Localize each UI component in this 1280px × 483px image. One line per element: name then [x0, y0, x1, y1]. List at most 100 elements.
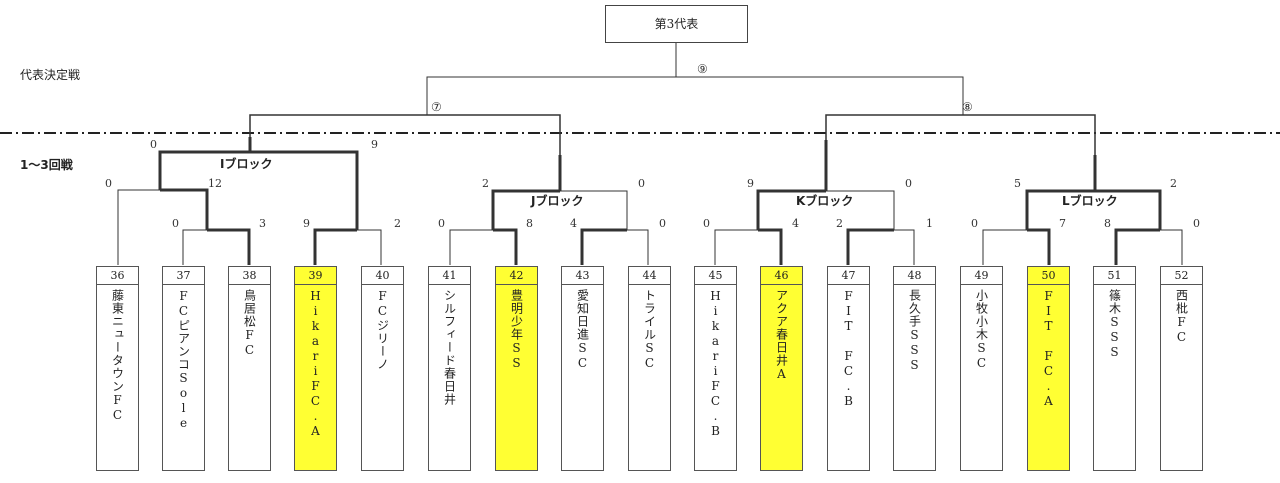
k-block-low-b	[847, 229, 915, 265]
team-name: 愛知日進SC	[575, 289, 590, 371]
l-block-low-a	[982, 229, 1050, 265]
score: 5	[1014, 177, 1021, 190]
score: 2	[836, 217, 843, 230]
score: 2	[1170, 177, 1177, 190]
team-box-43: 43 愛知日進SC	[561, 266, 604, 471]
score: 0	[438, 217, 445, 230]
score: 0	[150, 138, 157, 151]
i-block-mid-thin	[117, 189, 208, 265]
team-box-46: 46 アクア春日井A	[760, 266, 803, 471]
score: 0	[703, 217, 710, 230]
match7-bar	[249, 114, 561, 155]
score: 1	[926, 217, 933, 230]
rounds-label: 1～3回戦	[20, 158, 73, 172]
team-box-51: 51 篠木SSS	[1093, 266, 1136, 471]
i-block-mid-bold	[160, 188, 209, 230]
team-number: 46	[761, 267, 802, 285]
match7-label: ⑦	[431, 100, 442, 114]
team-number: 37	[163, 267, 204, 285]
i-block-top	[158, 150, 359, 230]
team-number: 36	[97, 267, 138, 285]
score: 0	[659, 217, 666, 230]
team-box-52: 52 西枇FC	[1160, 266, 1203, 471]
final-title-box: 第3代表	[605, 5, 748, 43]
team-box-49: 49 小牧小木SC	[960, 266, 1003, 471]
team-number: 40	[362, 267, 403, 285]
team-number: 41	[429, 267, 470, 285]
score: 0	[971, 217, 978, 230]
score: 12	[208, 177, 222, 190]
team-name: トライルSC	[642, 289, 657, 371]
team-name: HikariFC.B	[708, 289, 723, 439]
team-number: 50	[1028, 267, 1069, 285]
team-box-36: 36 藤東ニュータウンFC	[96, 266, 139, 471]
score: 8	[526, 217, 533, 230]
i-block-low-a	[182, 229, 250, 265]
score: 9	[371, 138, 378, 151]
team-name: シルフィード春日井	[442, 289, 457, 406]
score: 0	[905, 177, 912, 190]
team-name: HikariFC.A	[308, 289, 323, 439]
match8-bar	[825, 114, 1096, 155]
team-number: 51	[1094, 267, 1135, 285]
team-number: 43	[562, 267, 603, 285]
match9-label: ⑨	[697, 62, 708, 76]
team-number: 39	[295, 267, 336, 285]
team-name: 豊明少年SS	[509, 289, 524, 371]
final-round-label: 代表決定戦	[20, 68, 81, 82]
team-name: 篠木SSS	[1107, 289, 1122, 360]
team-name: FIT FC.A	[1041, 289, 1056, 409]
score: 2	[394, 217, 401, 230]
block-k-label: Kブロック	[796, 193, 853, 208]
team-number: 42	[496, 267, 537, 285]
team-name: 長久手SSS	[907, 289, 922, 373]
team-name: 小牧小木SC	[974, 289, 989, 371]
block-j-label: Jブロック	[530, 193, 583, 208]
team-number: 44	[629, 267, 670, 285]
block-i-label: Iブロック	[220, 156, 272, 171]
team-name: 藤東ニュータウンFC	[110, 289, 125, 423]
score: 8	[1104, 217, 1111, 230]
score: 4	[792, 217, 799, 230]
j-block-low-a	[449, 229, 517, 265]
team-box-41: 41 シルフィード春日井	[428, 266, 471, 471]
score: 0	[172, 217, 179, 230]
block-l-label: Lブロック	[1062, 193, 1118, 208]
match8-label: ⑧	[962, 100, 973, 114]
team-name: 鳥居松FC	[242, 289, 257, 358]
j-block-low-b	[581, 229, 649, 265]
k-block-low-a	[714, 229, 782, 265]
team-number: 48	[894, 267, 935, 285]
team-number: 52	[1161, 267, 1202, 285]
team-number: 38	[229, 267, 270, 285]
team-box-44: 44 トライルSC	[628, 266, 671, 471]
score: 9	[747, 177, 754, 190]
team-name: アクア春日井A	[774, 289, 789, 382]
score: 4	[570, 217, 577, 230]
team-name: 西枇FC	[1174, 289, 1189, 345]
score: 2	[482, 177, 489, 190]
l-block-low-b	[1115, 229, 1183, 265]
team-name: FIT FC.B	[841, 289, 856, 409]
match9-bar	[426, 76, 964, 115]
score: 0	[105, 177, 112, 190]
score: 7	[1059, 217, 1066, 230]
team-name: FCジリーノ	[375, 289, 390, 371]
team-box-38: 38 鳥居松FC	[228, 266, 271, 471]
score: 0	[638, 177, 645, 190]
score: 3	[259, 217, 266, 230]
team-box-42: 42 豊明少年SS	[495, 266, 538, 471]
team-number: 45	[695, 267, 736, 285]
team-number: 49	[961, 267, 1002, 285]
i-block-low-b	[314, 229, 382, 265]
team-number: 47	[828, 267, 869, 285]
score: 9	[303, 217, 310, 230]
